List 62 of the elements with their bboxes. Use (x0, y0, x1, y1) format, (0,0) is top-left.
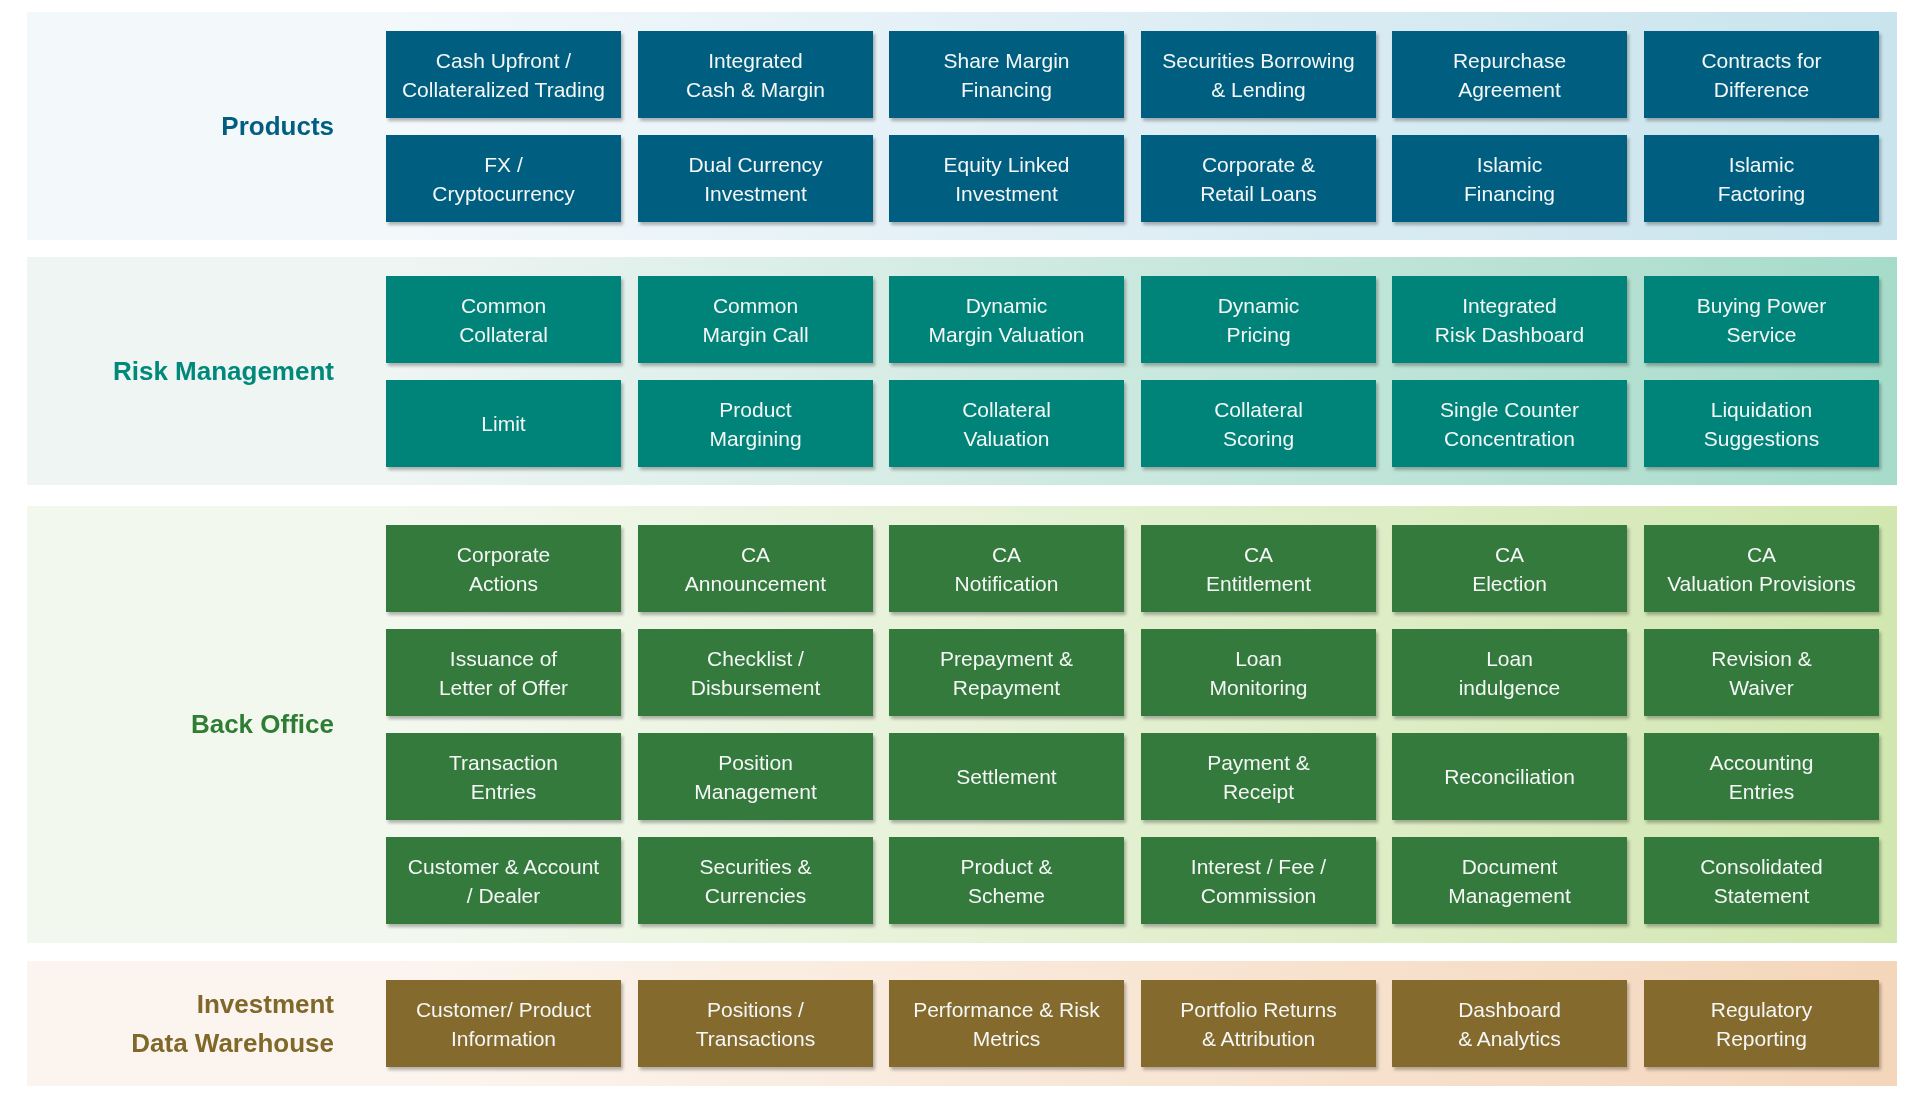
layer-title: Investment Data Warehouse (131, 987, 334, 1060)
module-box: Dual Currency Investment (638, 135, 873, 222)
module-box: Settlement (889, 733, 1124, 820)
module-box: Document Management (1392, 837, 1627, 924)
module-box: Islamic Factoring (1644, 135, 1879, 222)
module-box: Common Collateral (386, 276, 621, 363)
module-box: Securities & Currencies (638, 837, 873, 924)
module-box: Product & Scheme (889, 837, 1124, 924)
module-box: Transaction Entries (386, 733, 621, 820)
module-box: Issuance of Letter of Offer (386, 629, 621, 716)
module-box: Contracts for Difference (1644, 31, 1879, 118)
module-box: Liquidation Suggestions (1644, 380, 1879, 467)
module-box: Prepayment & Repayment (889, 629, 1124, 716)
module-box: Reconciliation (1392, 733, 1627, 820)
module-box: Revision & Waiver (1644, 629, 1879, 716)
module-box: Performance & Risk Metrics (889, 980, 1124, 1067)
module-box: Corporate Actions (386, 525, 621, 612)
module-box: Single Counter Concentration (1392, 380, 1627, 467)
module-box: Dashboard & Analytics (1392, 980, 1627, 1067)
module-box: Portfolio Returns & Attribution (1141, 980, 1376, 1067)
module-box: Loan Monitoring (1141, 629, 1376, 716)
module-box: Checklist / Disbursement (638, 629, 873, 716)
module-box: Securities Borrowing & Lending (1141, 31, 1376, 118)
module-box: Limit (386, 380, 621, 467)
module-box: Loan indulgence (1392, 629, 1627, 716)
module-box: CA Valuation Provisions (1644, 525, 1879, 612)
module-box: Islamic Financing (1392, 135, 1627, 222)
layer-band (27, 506, 1897, 943)
module-box: Position Management (638, 733, 873, 820)
module-box: Accounting Entries (1644, 733, 1879, 820)
layer-title: Products (221, 109, 334, 143)
layer-band (27, 961, 1897, 1086)
module-box: CA Election (1392, 525, 1627, 612)
module-box: CA Announcement (638, 525, 873, 612)
module-box: Integrated Cash & Margin (638, 31, 873, 118)
layer-title: Risk Management (112, 354, 334, 388)
module-box: Dynamic Margin Valuation (889, 276, 1124, 363)
module-box: Integrated Risk Dashboard (1392, 276, 1627, 363)
module-box: Repurchase Agreement (1392, 31, 1627, 118)
module-box: FX / Cryptocurrency (386, 135, 621, 222)
module-box: Interest / Fee / Commission (1141, 837, 1376, 924)
module-box: Payment & Receipt (1141, 733, 1376, 820)
module-box: Dynamic Pricing (1141, 276, 1376, 363)
module-box: Corporate & Retail Loans (1141, 135, 1376, 222)
module-box: Buying Power Service (1644, 276, 1879, 363)
module-box: CA Entitlement (1141, 525, 1376, 612)
module-box: Product Margining (638, 380, 873, 467)
module-box: Positions / Transactions (638, 980, 873, 1067)
module-box: Consolidated Statement (1644, 837, 1879, 924)
module-box: Common Margin Call (638, 276, 873, 363)
module-box: Customer/ Product Information (386, 980, 621, 1067)
layer-band (27, 12, 1897, 240)
module-box: Collateral Valuation (889, 380, 1124, 467)
module-box: Customer & Account / Dealer (386, 837, 621, 924)
module-box: CA Notification (889, 525, 1124, 612)
layer-title: Back Office (190, 708, 334, 741)
layer-band (27, 257, 1897, 485)
module-box: Share Margin Financing (889, 31, 1124, 118)
module-box: Regulatory Reporting (1644, 980, 1879, 1067)
module-box: Equity Linked Investment (889, 135, 1124, 222)
module-box: Cash Upfront / Collateralized Trading (386, 31, 621, 118)
module-box: Collateral Scoring (1141, 380, 1376, 467)
